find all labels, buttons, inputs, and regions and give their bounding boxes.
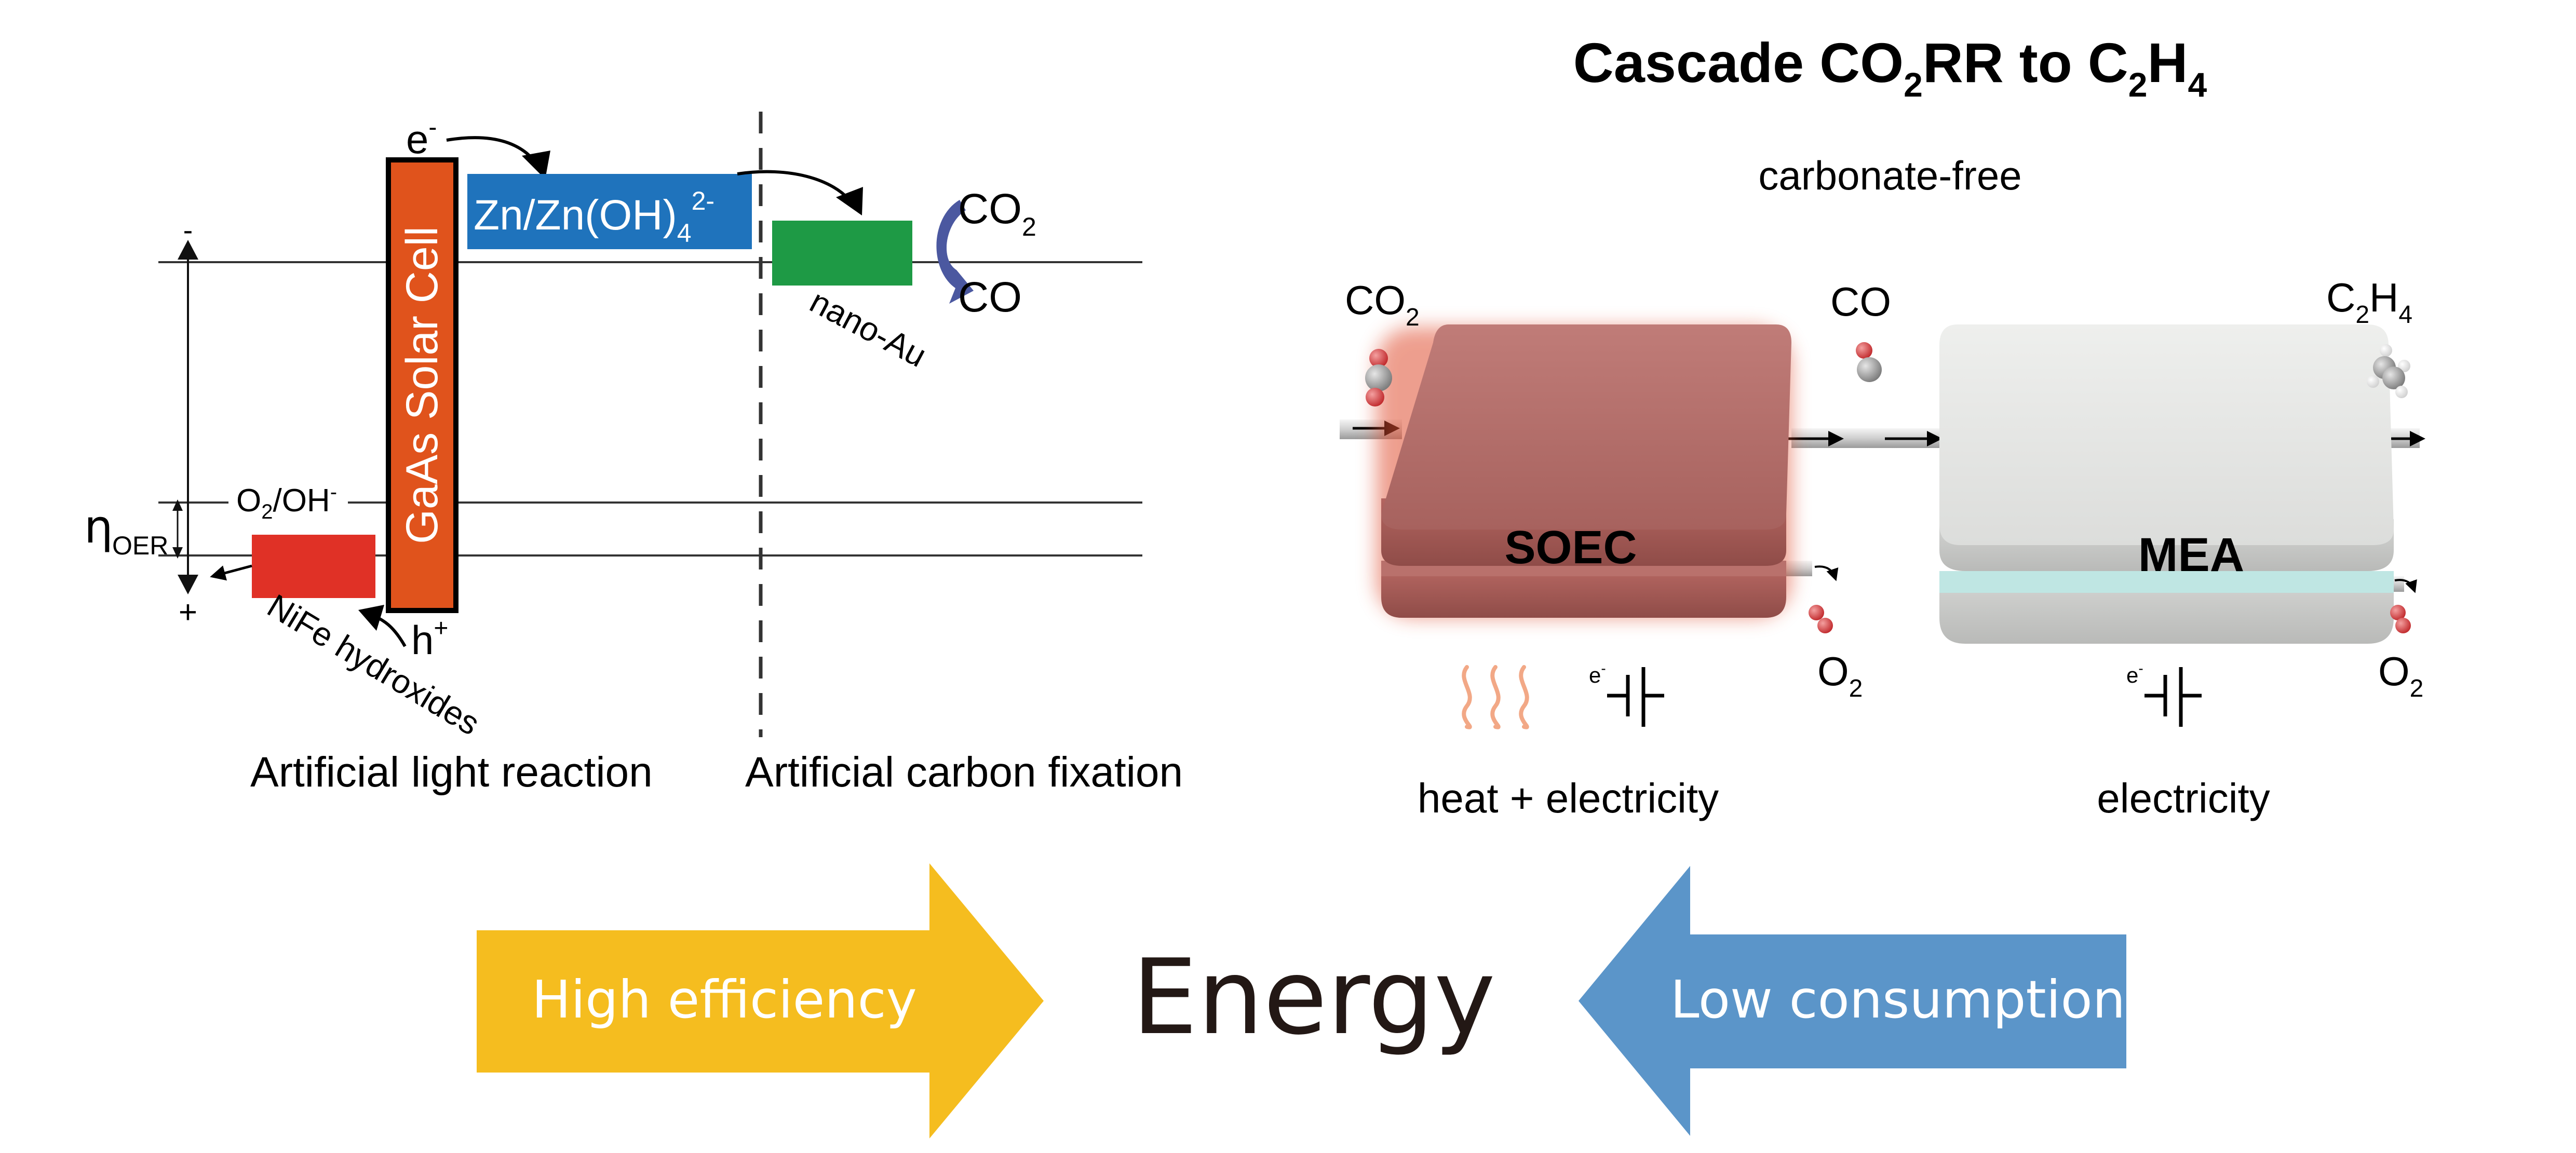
low-consumption-label: Low consumption [1670, 969, 2125, 1030]
mea-lower-plate [1939, 576, 2394, 644]
nano-au-label: nano-Au [804, 282, 932, 374]
co2-label: CO2 [958, 185, 1036, 241]
eta-symbol: η [84, 500, 113, 553]
soec-cell: SOEC [1376, 324, 1791, 618]
electron-label-mea: e- [2126, 660, 2143, 687]
electron-arrow-head [522, 151, 550, 179]
soec-o2-arrow [1814, 565, 1839, 581]
o2-soec-label: O2 [1817, 648, 1863, 702]
zn-arrow-curve [737, 170, 853, 204]
zn-label: Zn/Zn(OH)42- [474, 186, 714, 248]
o2-oh-label: O2/OH- [236, 481, 337, 523]
battery-icon-soec [1607, 667, 1664, 727]
co2-co-arrow [936, 200, 974, 304]
cascade-title: Cascade CO2RR to C2H4 [1573, 31, 2207, 104]
o2-molecule-soec [1809, 605, 1833, 633]
co2-molecule [1365, 349, 1392, 406]
nano-au-block [772, 221, 912, 286]
electron-label: e- [406, 114, 437, 162]
mea-top [1939, 324, 2394, 545]
o2-molecule-mea [2390, 605, 2411, 633]
co-label: CO [958, 274, 1022, 321]
nife-block [252, 535, 375, 598]
high-efficiency-label: High efficiency [532, 969, 917, 1030]
mea-label: MEA [2138, 528, 2244, 581]
potential-arrow-down [178, 575, 198, 594]
eta-subscript: OER [112, 531, 168, 560]
hole-arrow-head [358, 605, 384, 631]
zn-block [467, 174, 752, 249]
caption-heat-electricity: heat + electricity [1418, 775, 1719, 821]
left-energy-diagram: - + η OER O2/OH- NiFe hydroxides GaAs So… [84, 112, 1183, 796]
heat-icon [1462, 665, 1529, 729]
caption-electricity: electricity [2097, 775, 2270, 821]
o2-mea-label: O2 [2378, 648, 2423, 702]
caption-artificial-carbon: Artificial carbon fixation [745, 749, 1183, 796]
minus-sign: - [183, 213, 193, 246]
gaas-solar-cell [386, 157, 458, 613]
eta-arrow-down [172, 547, 183, 559]
c2h4-out-label: C2H4 [2326, 275, 2412, 329]
soec-top [1381, 324, 1791, 530]
gaas-label: GaAs Solar Cell [397, 226, 447, 544]
nife-arrow [210, 564, 252, 581]
plus-sign: + [179, 594, 197, 630]
battery-icon-mea [2145, 667, 2202, 727]
electron-label-soec: e- [1589, 660, 1606, 687]
zn-arrow-head [836, 187, 863, 215]
right-cascade-diagram: Cascade CO2RR to C2H4 carbonate-free SOE… [1340, 31, 2425, 821]
low-consumption-arrow [1579, 866, 2126, 1136]
electron-arrow-curve [446, 136, 542, 170]
co-molecule [1856, 342, 1882, 382]
soec-lower-plate [1381, 571, 1786, 618]
eta-arrow-up [172, 499, 183, 511]
energy-label: Energy [1132, 937, 1495, 1058]
potential-arrow-up [178, 240, 198, 260]
bottom-banner: High efficiency Energy Low consumption [477, 863, 2126, 1138]
mea-membrane [1939, 571, 2394, 593]
caption-artificial-light: Artificial light reaction [250, 749, 653, 796]
high-efficiency-arrow [477, 863, 1044, 1138]
c2h4-molecule [2367, 344, 2410, 398]
co-mid-label: CO [1830, 279, 1891, 324]
mea-cell: MEA [1939, 324, 2394, 644]
o2-oh-label-bg [228, 485, 348, 517]
soec-label: SOEC [1504, 522, 1637, 574]
mea-o2-arrow [2394, 579, 2417, 593]
co2-in-label: CO2 [1345, 277, 1420, 331]
carbonate-free-label: carbonate-free [1758, 153, 2021, 198]
hole-label: h+ [411, 615, 448, 663]
